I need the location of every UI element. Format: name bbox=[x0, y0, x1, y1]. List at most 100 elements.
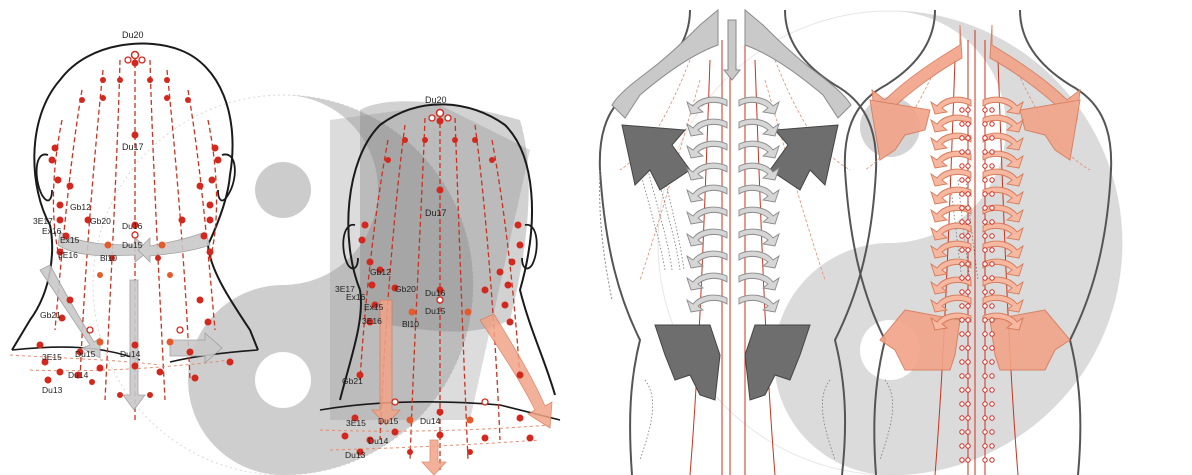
spine-arrow-left bbox=[687, 273, 727, 290]
acupoint bbox=[990, 206, 994, 210]
label-du14: Du14 bbox=[120, 349, 141, 359]
acupoint bbox=[990, 318, 994, 322]
acupoint bbox=[990, 136, 994, 140]
acupoint bbox=[966, 346, 970, 350]
head-right-figure: Du20 Du17 Gb12 3E17 Gb20 Ex16 Du16 Ex15 … bbox=[320, 95, 560, 475]
label-gb12: Gb12 bbox=[70, 202, 91, 212]
acupoint bbox=[983, 290, 987, 294]
acupoint bbox=[966, 458, 970, 462]
acupoint bbox=[990, 164, 994, 168]
acupoint bbox=[983, 458, 987, 462]
acupoint bbox=[990, 150, 994, 154]
acupoint bbox=[960, 178, 964, 182]
acupoint bbox=[960, 458, 964, 462]
acupoint bbox=[983, 108, 987, 112]
acupoint bbox=[966, 220, 970, 224]
acupoint bbox=[966, 332, 970, 336]
acupoint bbox=[983, 304, 987, 308]
label-bl10: Bl10 bbox=[402, 319, 419, 329]
acupoint bbox=[960, 248, 964, 252]
acupoint bbox=[960, 402, 964, 406]
acupoint bbox=[983, 374, 987, 378]
acupoint bbox=[966, 234, 970, 238]
acupoint bbox=[983, 276, 987, 280]
label-3e15: 3E15 bbox=[346, 418, 366, 428]
acupoint bbox=[966, 444, 970, 448]
label-du14: Du14 bbox=[420, 416, 441, 426]
label-du14b: Du14 bbox=[368, 436, 389, 446]
acupoint bbox=[983, 402, 987, 406]
spine-arrow-left bbox=[687, 207, 727, 224]
acupoint bbox=[966, 192, 970, 196]
label-gb12: Gb12 bbox=[370, 267, 391, 277]
acupoint bbox=[990, 234, 994, 238]
acupoint bbox=[983, 346, 987, 350]
acupoint bbox=[990, 458, 994, 462]
acupoint bbox=[966, 178, 970, 182]
label-du15: Du15 bbox=[425, 306, 446, 316]
acupoint bbox=[966, 416, 970, 420]
label-gb21: Gb21 bbox=[40, 310, 61, 320]
acupoint bbox=[966, 248, 970, 252]
label-3e16: 3E16 bbox=[362, 316, 382, 326]
label-du16: Du16 bbox=[425, 288, 446, 298]
acupoint bbox=[966, 360, 970, 364]
acupoint bbox=[960, 430, 964, 434]
acupoint bbox=[983, 150, 987, 154]
spine-arrow-left bbox=[687, 97, 727, 114]
label-gb21: Gb21 bbox=[342, 376, 363, 386]
acupoint bbox=[983, 164, 987, 168]
label-ex15: Ex15 bbox=[364, 302, 384, 312]
label-gb20: Gb20 bbox=[90, 216, 111, 226]
acupoint bbox=[966, 262, 970, 266]
acupoint bbox=[990, 444, 994, 448]
acupoint bbox=[983, 122, 987, 126]
acupoint bbox=[960, 304, 964, 308]
label-3e15: 3E15 bbox=[42, 352, 62, 362]
spine-arrow-left bbox=[687, 185, 727, 202]
acupoint bbox=[983, 444, 987, 448]
acupoint bbox=[960, 206, 964, 210]
label-ex16: Ex16 bbox=[42, 226, 62, 236]
acupoint bbox=[990, 262, 994, 266]
acupoint bbox=[990, 346, 994, 350]
acupoint bbox=[990, 192, 994, 196]
label-3e17: 3E17 bbox=[33, 216, 53, 226]
acupoint bbox=[990, 220, 994, 224]
acupoint bbox=[960, 276, 964, 280]
spine-arrow-left bbox=[687, 251, 727, 268]
label-du20: Du20 bbox=[122, 30, 144, 40]
acupoint bbox=[990, 304, 994, 308]
label-du16: Du16 bbox=[122, 221, 143, 231]
spine-arrow-left bbox=[931, 133, 971, 150]
acupoint bbox=[983, 220, 987, 224]
acupoint bbox=[990, 122, 994, 126]
acupoint bbox=[990, 290, 994, 294]
acupoint bbox=[983, 248, 987, 252]
acupoint bbox=[990, 276, 994, 280]
spine-arrow-left bbox=[931, 97, 971, 114]
acupoint bbox=[983, 416, 987, 420]
acupoint bbox=[983, 192, 987, 196]
acupoint bbox=[983, 206, 987, 210]
acupoint bbox=[983, 430, 987, 434]
acupoint bbox=[960, 136, 964, 140]
acupoint bbox=[966, 402, 970, 406]
label-du15: Du15 bbox=[122, 240, 143, 250]
spine-arrow-left bbox=[687, 163, 727, 180]
acupoint bbox=[990, 430, 994, 434]
acupoint bbox=[960, 108, 964, 112]
label-du15b: Du15 bbox=[378, 416, 399, 426]
label-du13: Du13 bbox=[42, 385, 63, 395]
acupoint bbox=[960, 444, 964, 448]
acupoint bbox=[960, 122, 964, 126]
label-du20: Du20 bbox=[425, 95, 447, 105]
spine-arrow-left bbox=[931, 187, 971, 204]
acupoint bbox=[966, 108, 970, 112]
label-du14b: Du14 bbox=[68, 370, 89, 380]
label-3e16: 3E16 bbox=[58, 250, 78, 260]
acupoint bbox=[990, 178, 994, 182]
acupoint bbox=[983, 178, 987, 182]
acupoint bbox=[966, 388, 970, 392]
